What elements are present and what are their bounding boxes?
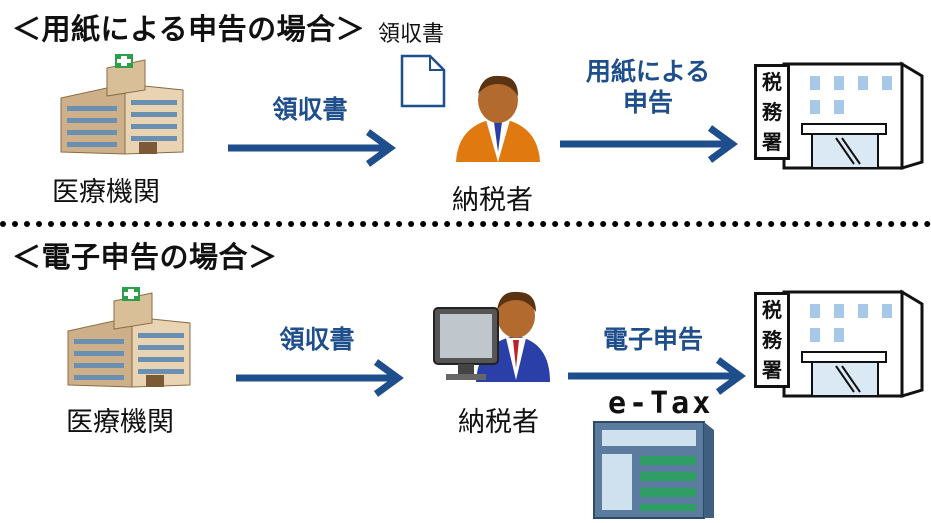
paper-filing-arrow-label: 用紙による 申告 (568, 56, 728, 119)
tax-office-sign-char: 務 (762, 328, 782, 352)
taxpayer-computer-icon (433, 291, 550, 382)
receipt-arrow-label: 領収書 (279, 325, 355, 354)
taxpayer-label: 納税者 (458, 407, 539, 438)
hospital-label: 医療機関 (66, 407, 174, 438)
taxpayer-label: 納税者 (452, 185, 533, 216)
taxpayer-person-icon (456, 75, 540, 162)
tax-office-icon (782, 289, 924, 399)
electronic-section-heading: ＜電子申告の場合＞ (12, 240, 278, 274)
section-divider (0, 221, 931, 227)
receipt-document-icon (400, 54, 446, 108)
tax-office-sign-char: 署 (762, 358, 782, 382)
tax-office-building: 税 務 署 (750, 58, 925, 171)
electronic-filing-arrow-label: 電子申告 (602, 325, 703, 354)
hospital-icon (60, 54, 184, 155)
etax-label: e-Tax (608, 386, 714, 421)
tax-office-sign-char: 税 (762, 298, 782, 322)
receipt-document-label: 領収書 (378, 22, 445, 47)
tax-office-sign-char: 署 (762, 130, 782, 154)
tax-office-sign-char: 務 (762, 100, 782, 124)
paper-filing-label-line2: 申告 (622, 88, 673, 118)
hospital-icon (67, 287, 191, 388)
receipt-arrow (236, 359, 404, 397)
tax-office-signboard: 税 務 署 (754, 64, 790, 160)
tax-office-sign-char: 税 (762, 70, 782, 94)
paper-filing-arrow (560, 125, 738, 163)
electronic-filing-arrow (568, 357, 746, 395)
receipt-arrow (228, 129, 396, 167)
paper-section-heading: ＜用紙による申告の場合＞ (12, 12, 366, 46)
tax-office-icon (782, 61, 924, 171)
tax-office-building: 税 務 署 (750, 286, 925, 399)
etax-document-icon (593, 421, 714, 519)
hospital-label: 医療機関 (52, 177, 160, 208)
paper-filing-label-line1: 用紙による (585, 57, 711, 86)
tax-office-signboard: 税 務 署 (754, 292, 790, 388)
receipt-arrow-label: 領収書 (272, 95, 348, 124)
